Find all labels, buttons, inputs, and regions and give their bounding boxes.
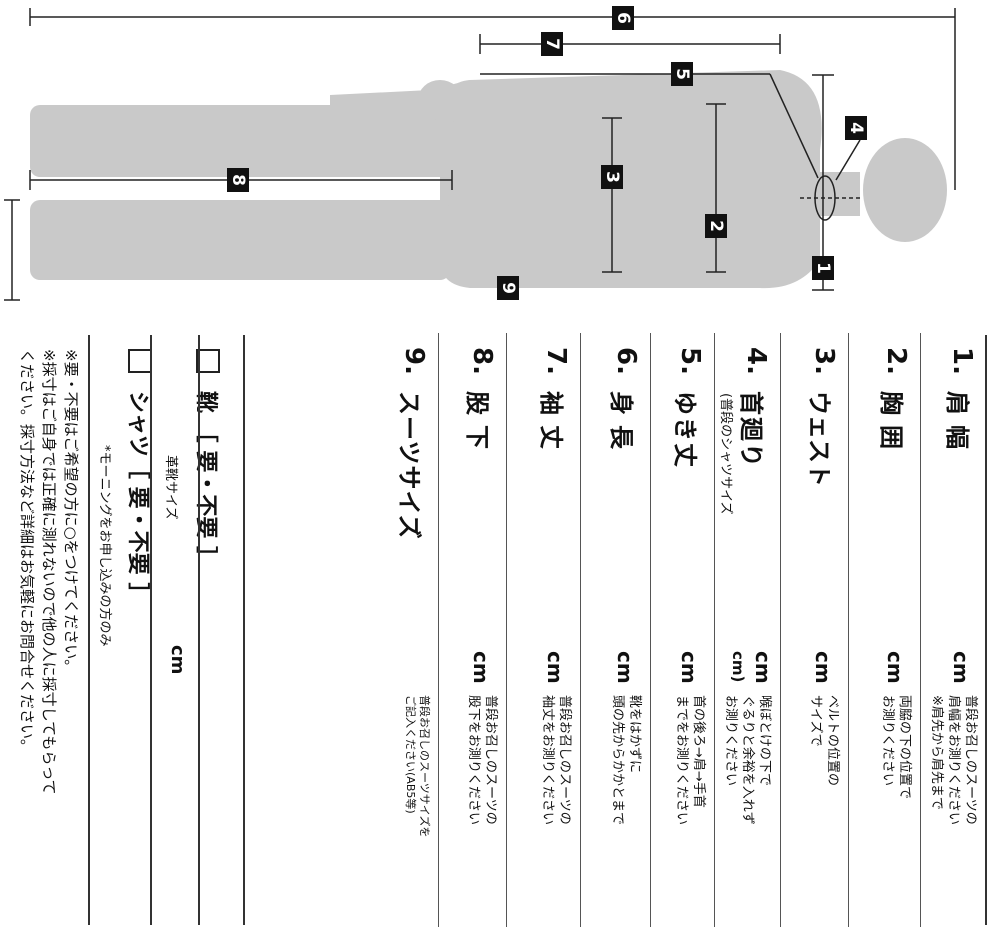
shoes-section: 靴 ［ 要・不要 ］ 革靴サイズ cm: [150, 345, 240, 674]
row-number: 2.: [881, 347, 911, 375]
row-unit: cm: [949, 651, 973, 684]
row-unit: cm: [469, 651, 493, 684]
divider: [985, 335, 987, 925]
row-label: 胸囲: [877, 391, 905, 459]
row-shoulder: 1. 肩幅 cm 普段お召しのスーツの 肩幅をお測りください ※肩先から肩先まで: [920, 333, 987, 927]
row-neck: 4. 首廻り (普段のシャツサイズ cm cm) 喉ぼとけの下で ぐるりと余裕を…: [714, 333, 781, 927]
measurement-figure: [4, 8, 956, 301]
row-number: 4.: [741, 347, 771, 375]
row-sleeve: 7. 袖丈 cm 普段お召しのスーツの 袖丈をお測りください: [506, 333, 581, 927]
marker-6: 6: [612, 6, 634, 30]
marker-9: 9: [497, 276, 519, 300]
row-number: 1.: [947, 347, 977, 375]
row-unit: cm: [543, 651, 567, 684]
row-label: スーツサイズ: [395, 391, 423, 540]
marker-3: 3: [601, 165, 623, 189]
row-note: 首の後ろ→肩→手首 までをお測りください: [674, 695, 706, 826]
row-unit: cm: [883, 651, 907, 684]
shirt-checkbox[interactable]: [128, 349, 152, 373]
shoes-label: 靴 ［ 要・不要 ］: [193, 391, 218, 568]
row-note: 普段お召しのスーツの 袖丈をお測りください: [540, 695, 572, 826]
divider: [243, 335, 245, 925]
row-unit: cm: [751, 651, 775, 684]
row-label: 袖丈: [537, 391, 565, 459]
shirt-sub: *モーニングをお申し込みの方のみ: [97, 445, 112, 647]
row-sub: (普段のシャツサイズ: [718, 393, 733, 515]
row-height: 6. 身長 cm 靴をはかずに 頭の先からかかとまで: [580, 333, 651, 927]
footnotes: ※要・不要はご希望の方に○をつけてください。 ※採寸はご自身では正確に測れないの…: [6, 345, 86, 925]
row-waist: 3. ウェスト cm ベルトの位置の サイズで: [780, 333, 849, 927]
divider: [150, 335, 152, 925]
row-chest: 2. 胸囲 cm 両脇の下の位置で お測りください: [848, 333, 921, 927]
row-unit-close: cm): [729, 651, 747, 683]
row-note: 喉ぼとけの下で ぐるりと余裕を入れず お測りください: [723, 695, 772, 825]
row-label: 股下: [463, 391, 491, 459]
row-label: 肩幅: [943, 391, 971, 459]
row-label: ウェスト: [805, 391, 833, 487]
row-label: ゆき丈: [671, 391, 699, 469]
divider: [198, 335, 200, 925]
row-number: 3.: [809, 347, 839, 375]
row-label: 首廻り: [737, 391, 765, 469]
marker-8: 8: [227, 168, 249, 192]
shoes-sub: 革靴サイズ: [163, 455, 178, 520]
row-note: 普段お召しのスーツの 肩幅をお測りください ※肩先から肩先まで: [929, 695, 978, 826]
divider: [88, 335, 90, 925]
marker-1: 1: [812, 256, 834, 280]
row-number: 7.: [541, 347, 571, 375]
row-unit: cm: [811, 651, 835, 684]
marker-2: 2: [705, 214, 727, 238]
row-inseam: 8. 股下 cm 普段お召しのスーツの 股下をお測りください: [438, 333, 507, 927]
row-number: 9.: [399, 347, 429, 375]
footnote-text: ※要・不要はご希望の方に○をつけてください。 ※採寸はご自身では正確に測れないの…: [18, 349, 80, 795]
body-silhouette: [30, 70, 947, 289]
row-note: ベルトの位置の サイズで: [808, 695, 840, 787]
row-number: 8.: [467, 347, 497, 375]
row-unit: cm: [613, 651, 637, 684]
row-note: 両脇の下の位置で お測りください: [880, 695, 912, 800]
row-note: 普段お召しのスーツの 股下をお測りください: [466, 695, 498, 826]
marker-5: 5: [671, 62, 693, 86]
shoes-unit[interactable]: cm: [167, 645, 188, 675]
row-yuki: 5. ゆき丈 cm 首の後ろ→肩→手首 までをお測りください: [650, 333, 715, 927]
row-label: 身長: [607, 391, 635, 459]
row-unit: cm: [677, 651, 701, 684]
marker-4: 4: [845, 116, 867, 140]
row-note: 靴をはかずに 頭の先からかかとまで: [610, 695, 642, 826]
row-number: 6.: [611, 347, 641, 375]
row-number: 5.: [675, 347, 705, 375]
marker-7: 7: [541, 32, 563, 56]
row-note: 普段お召しのスーツサイズを ご記入ください(AB5等): [404, 695, 431, 838]
row-suit-size: 9. スーツサイズ 普段お召しのスーツサイズを ご記入ください(AB5等): [395, 333, 439, 927]
